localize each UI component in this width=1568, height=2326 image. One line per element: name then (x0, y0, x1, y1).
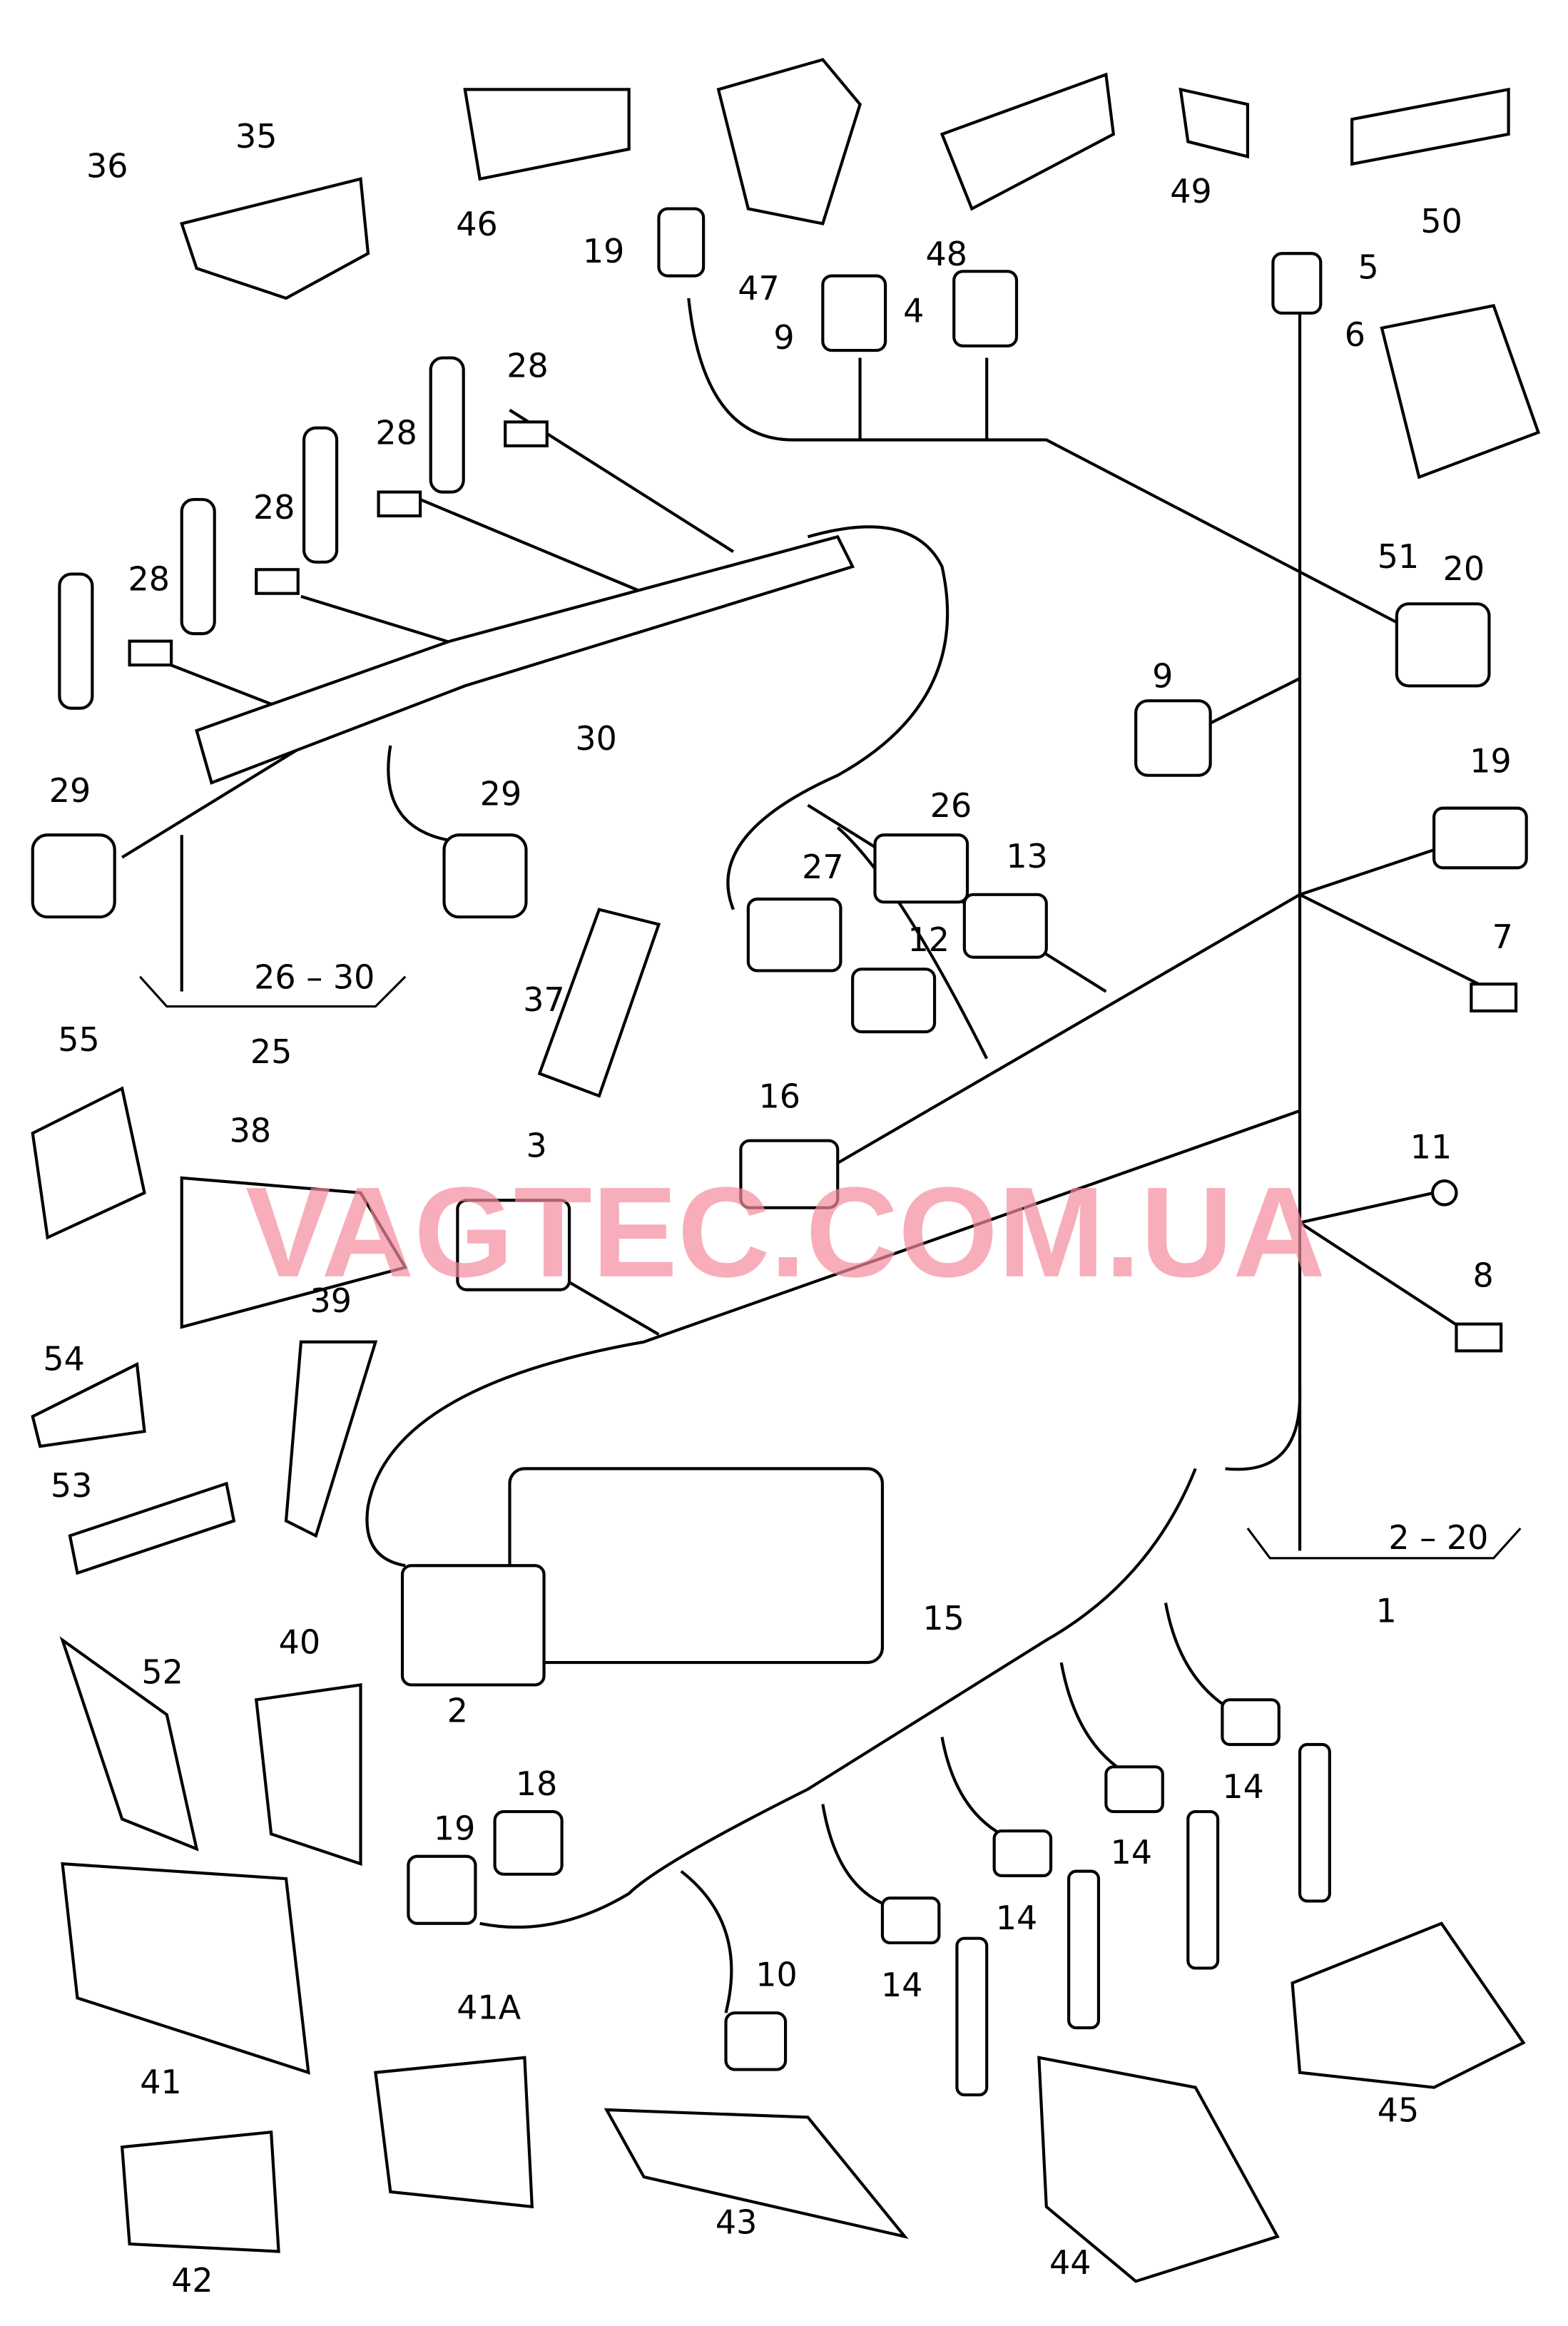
part-label: 28 (375, 414, 417, 452)
part-label: 10 (755, 1956, 797, 1994)
connector-29-left (31, 833, 116, 919)
connector-7 (1470, 982, 1518, 1012)
control-unit (508, 1467, 885, 1665)
part-label: 51 (1378, 537, 1419, 576)
part-label: 29 (49, 771, 91, 810)
part-label: 14 (996, 1899, 1037, 1937)
part-label: 8 (1472, 1256, 1493, 1294)
part-label: 9 (1152, 656, 1173, 695)
part-label: 7 (1492, 918, 1513, 956)
part-label: 3 (526, 1127, 546, 1165)
part-label: 2 – 20 (1388, 1518, 1488, 1557)
part-label: 36 (86, 147, 128, 186)
part-label: 14 (881, 1966, 922, 2004)
connector-19-right (1432, 806, 1528, 870)
part-label: 52 (141, 1652, 183, 1691)
connector-2 (400, 1564, 546, 1687)
connector-14-b (1104, 1765, 1164, 1814)
part-label: 38 (230, 1112, 272, 1150)
part-label: 19 (1470, 741, 1512, 780)
part-label: 5 (1358, 248, 1379, 287)
part-label: 28 (253, 488, 295, 527)
part-label: 20 (1443, 549, 1485, 588)
part-label: 19 (583, 232, 625, 270)
part-label: 53 (51, 1466, 93, 1505)
part-label: 48 (926, 235, 968, 273)
connector-16 (739, 1139, 840, 1209)
part-label: 39 (310, 1281, 352, 1320)
part-label: 55 (58, 1020, 100, 1059)
part-label: 50 (1420, 202, 1462, 240)
connector-12 (851, 968, 937, 1034)
brackets (31, 58, 1541, 2283)
connector-5 (1271, 252, 1323, 315)
part-label: 9 (773, 318, 794, 357)
part-label: 47 (738, 269, 779, 308)
part-label: 28 (128, 560, 170, 599)
part-label: 35 (235, 117, 278, 156)
ignition-coils (955, 1742, 1331, 2097)
connector-18 (493, 1809, 564, 1876)
connector-20 (1395, 602, 1491, 688)
connector-14-a (1221, 1698, 1281, 1747)
connector-27 (746, 898, 842, 972)
part-label: 14 (1111, 1833, 1152, 1872)
part-label: 18 (516, 1764, 558, 1803)
part-label: 2 (447, 1692, 468, 1730)
injectors (58, 356, 465, 710)
part-label: 43 (716, 2203, 758, 2241)
part-label: 26 (930, 786, 972, 825)
connector-28-set (128, 420, 549, 667)
part-label: 45 (1378, 2091, 1419, 2130)
ring-terminal-11 (1430, 1179, 1458, 1207)
watermark: VAGTEC.COM.UA (245, 1161, 1325, 1304)
part-label: 44 (1049, 2243, 1091, 2282)
connector-10 (724, 2011, 788, 2071)
connector-4 (952, 270, 1019, 347)
part-label: 46 (456, 205, 498, 243)
part-label: 27 (802, 848, 844, 886)
connector-9 (821, 274, 887, 352)
connector-26 (873, 833, 969, 904)
part-label: 37 (523, 980, 565, 1019)
part-label: 15 (922, 1599, 964, 1637)
part-label: 16 (758, 1077, 800, 1116)
part-label: 1 (1376, 1592, 1397, 1630)
part-label: 40 (279, 1622, 321, 1661)
part-label: 30 (575, 719, 617, 758)
part-label: 49 (1170, 172, 1211, 210)
part-label: 54 (43, 1339, 84, 1378)
injector-rail-30 (195, 534, 855, 785)
connector-29-right (442, 833, 528, 919)
part-label: 41A (457, 1988, 521, 2026)
connector-14-c (992, 1829, 1053, 1877)
part-label: 25 (250, 1032, 292, 1071)
part-label: 12 (907, 920, 950, 959)
part-label: 4 (903, 291, 924, 330)
part-label: 28 (506, 347, 549, 385)
connector-13 (962, 893, 1048, 959)
connector-9-right (1134, 699, 1212, 777)
connector-14-d (880, 1896, 941, 1945)
connector-3 (456, 1199, 571, 1291)
part-label: 13 (1006, 837, 1047, 875)
part-label: 6 (1345, 315, 1365, 354)
parts (31, 58, 1541, 2283)
part-label: 42 (171, 2261, 213, 2300)
connector-19-top (657, 207, 706, 278)
part-label: 11 (1410, 1128, 1452, 1167)
part-label: 41 (140, 2063, 182, 2101)
part-label: 26 – 30 (254, 958, 375, 996)
connector-19-bottom (407, 1854, 477, 1925)
part-label: 14 (1222, 1767, 1264, 1806)
connector-8 (1455, 1322, 1503, 1353)
part-label: 29 (480, 774, 522, 813)
part-label: 19 (434, 1809, 476, 1848)
